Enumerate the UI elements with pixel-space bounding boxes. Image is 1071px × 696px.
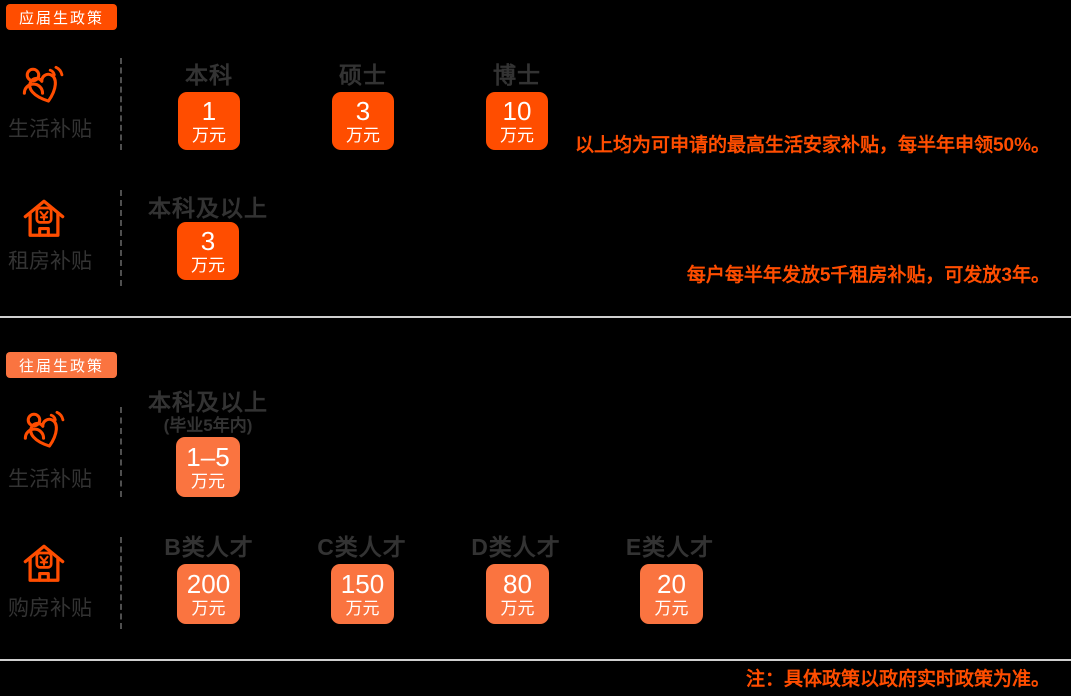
degree-header-bachelor: 本科: [185, 62, 233, 88]
previous-graduate-policy-badge: 往届生政策: [6, 352, 117, 378]
house-icon: [23, 544, 65, 582]
talent-header-d: D类人才: [471, 534, 561, 560]
care-icon: [22, 65, 64, 103]
amount-value: 1–5: [186, 441, 230, 472]
amount-unit: 万元: [500, 125, 534, 145]
amount-unit: 万元: [500, 598, 535, 618]
living-subsidy-label: 生活补贴: [8, 118, 92, 141]
amount-unit: 万元: [346, 125, 380, 145]
degree-header-bachelor-and-above: 本科及以上: [148, 195, 268, 221]
amount-unit: 万元: [192, 125, 226, 145]
rent-subsidy-note: 每户每半年发放5千租房补贴，可发放3年。: [686, 265, 1050, 286]
rent-subsidy-label: 租房补贴: [8, 250, 92, 273]
amount-unit: 万元: [191, 598, 226, 618]
degree-header-master: 硕士: [339, 62, 387, 88]
amount-box-phd: 10 万元: [486, 92, 548, 150]
talent-header-b: B类人才: [164, 534, 254, 560]
footer-disclaimer-note: 注：具体政策以政府实时政策为准。: [745, 669, 1050, 690]
living-subsidy-label: 生活补贴: [8, 468, 92, 491]
graduated-within-5-years-subheader: (毕业5年内): [163, 416, 253, 435]
amount-value: 200: [186, 568, 231, 599]
living-subsidy-note: 以上均为可申请的最高生活安家补贴，每半年申领50%。: [574, 135, 1050, 156]
house-icon: [23, 199, 65, 237]
degree-header-phd: 博士: [493, 62, 541, 88]
amount-value: 80: [503, 568, 532, 599]
section-divider: [0, 316, 1071, 318]
talent-header-c: C类人才: [317, 534, 407, 560]
amount-unit: 万元: [191, 255, 225, 275]
amount-box-master: 3 万元: [332, 92, 394, 150]
footer-divider: [0, 659, 1071, 661]
amount-box-talent-b: 200 万元: [177, 564, 240, 624]
degree-header-bachelor-and-above: 本科及以上: [148, 389, 268, 415]
amount-value: 1: [201, 95, 217, 126]
row-separator-dashed-line: [120, 407, 122, 497]
amount-value: 150: [340, 568, 385, 599]
amount-box-talent-d: 80 万元: [486, 564, 549, 624]
amount-value: 3: [355, 95, 371, 126]
row-separator-dashed-line: [120, 537, 122, 629]
talent-header-e: E类人才: [625, 534, 715, 560]
amount-box-bachelor: 1 万元: [178, 92, 240, 150]
amount-unit: 万元: [654, 598, 689, 618]
house-purchase-subsidy-label: 购房补贴: [8, 597, 92, 620]
amount-value: 3: [200, 225, 216, 256]
amount-box-living-previous: 1–5 万元: [176, 437, 240, 497]
amount-value: 10: [502, 95, 532, 126]
care-icon: [23, 410, 65, 448]
amount-unit: 万元: [345, 598, 380, 618]
amount-box-rent: 3 万元: [177, 222, 239, 280]
amount-box-talent-e: 20 万元: [640, 564, 703, 624]
row-separator-dashed-line: [120, 190, 122, 286]
fresh-graduate-policy-badge: 应届生政策: [6, 4, 117, 30]
amount-box-talent-c: 150 万元: [331, 564, 394, 624]
amount-unit: 万元: [191, 471, 225, 491]
row-separator-dashed-line: [120, 58, 122, 150]
amount-value: 20: [657, 568, 686, 599]
